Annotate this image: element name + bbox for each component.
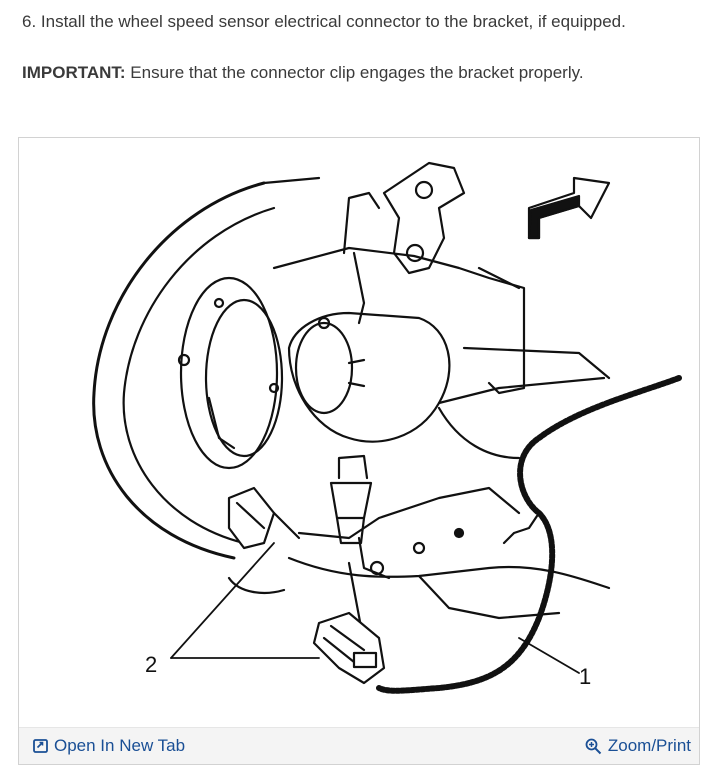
open-in-new-tab-icon [33, 739, 48, 753]
open-in-new-tab-label: Open In New Tab [54, 736, 186, 755]
wheel-hub [177, 276, 331, 470]
ball-joint [329, 454, 373, 545]
zoom-print-label: Zoom/Print [607, 736, 691, 755]
callout-2: 2 [145, 652, 157, 677]
caliper-bracket [352, 161, 466, 325]
brake-rotor [92, 176, 321, 594]
wheel-speed-sensor-illustration: 2 1 [92, 161, 682, 694]
callout-1: 1 [579, 664, 591, 689]
sensor-wire-harness [347, 375, 682, 694]
zoom-icon [585, 738, 602, 754]
callout-leader-lines [170, 542, 580, 674]
important-text: Ensure that the connector clip engages t… [125, 63, 584, 82]
sensor-connector [312, 611, 386, 685]
forward-direction-arrow [527, 176, 611, 240]
steering-knuckle [272, 191, 611, 460]
zoom-print-link[interactable]: Zoom/Print [585, 736, 691, 756]
open-in-new-tab-link[interactable]: Open In New Tab [33, 736, 185, 756]
step-instruction: 6. Install the wheel speed sensor electr… [22, 12, 626, 31]
bracket-connector [227, 486, 301, 550]
figure-frame: 2 1 Open In New Tab Zoom/Print [18, 137, 700, 765]
lower-control-arm [287, 486, 611, 620]
important-label: IMPORTANT: [22, 63, 126, 82]
important-note: IMPORTANT: Ensure that the connector cli… [22, 63, 584, 83]
figure-footer: Open In New Tab Zoom/Print [19, 727, 699, 764]
